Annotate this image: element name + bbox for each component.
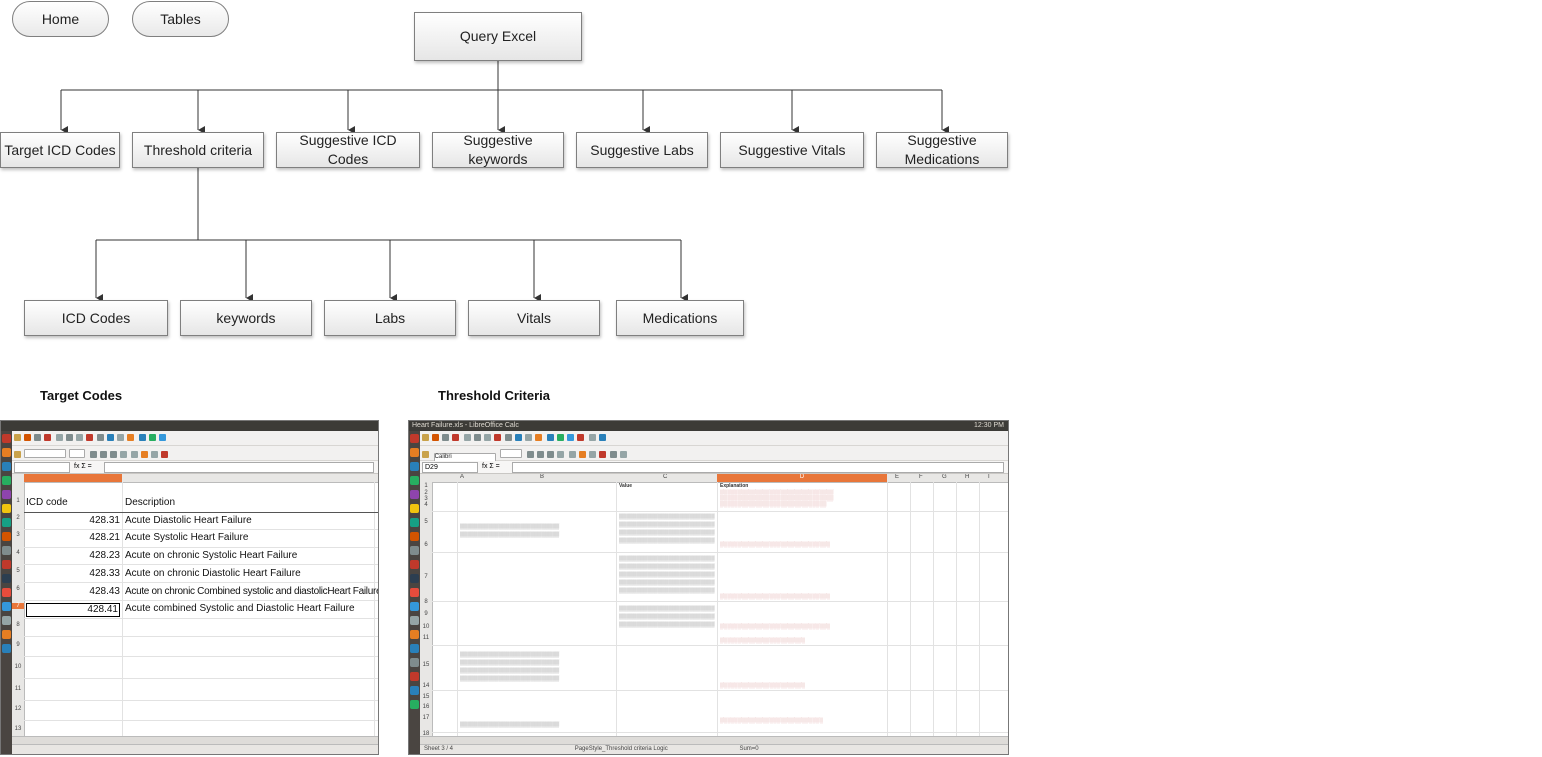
sum-readout: Sum=0 (739, 746, 759, 752)
value-header: Value (619, 483, 633, 489)
node-suggestive-keywords[interactable]: Suggestive keywords (432, 132, 564, 168)
right-launcher (409, 431, 420, 754)
description-cell: Acute on chronic Diastolic Heart Failure (125, 568, 301, 579)
formula-input[interactable] (512, 462, 1004, 473)
description-cell: Acute on chronic Systolic Heart Failure (125, 550, 298, 561)
description-cell: Acute Systolic Heart Failure (125, 532, 249, 543)
description-cell: Acute on chronic Combined systolic and d… (125, 586, 378, 597)
left-sheet-tabs[interactable] (12, 736, 378, 745)
right-toolbar-2: Calibri (420, 446, 1008, 462)
node-icd-codes[interactable]: ICD Codes (24, 300, 168, 336)
node-medications[interactable]: Medications (616, 300, 744, 336)
node-labs[interactable]: Labs (324, 300, 456, 336)
icd-code-cell: 428.31 (89, 515, 120, 526)
node-suggestive-vitals[interactable]: Suggestive Vitals (720, 132, 864, 168)
node-suggestive-medications[interactable]: Suggestive Medications (876, 132, 1008, 168)
left-titlebar (1, 421, 378, 431)
icd-code-cell-selected[interactable]: 428.41 (26, 603, 120, 617)
node-vitals[interactable]: Vitals (468, 300, 600, 336)
left-formula-bar: fx Σ = (12, 461, 378, 474)
right-titlebar: Heart Failure.xls - LibreOffice Calc 12:… (409, 421, 1008, 431)
right-formula-bar: D29 fx Σ = (420, 461, 1008, 474)
left-toolbar-1 (12, 431, 378, 446)
description-cell: Acute Diastolic Heart Failure (125, 515, 252, 526)
node-query-excel[interactable]: Query Excel (414, 12, 582, 61)
explanation-header: Explanation (720, 483, 749, 489)
clock: 12:30 PM (974, 422, 1004, 429)
icd-code-cell: 428.43 (89, 586, 120, 597)
right-status-bar: Sheet 3 / 4 PageStyle_Threshold criteria… (420, 744, 1008, 754)
header-icd-code: ICD code (26, 497, 68, 508)
window-title: Heart Failure.xls - LibreOffice Calc (412, 422, 519, 429)
icd-code-cell: 428.23 (89, 550, 120, 561)
description-cell: Acute combined Systolic and Diastolic He… (125, 603, 355, 614)
node-keywords[interactable]: keywords (180, 300, 312, 336)
node-target-icd-codes[interactable]: Target ICD Codes (0, 132, 120, 168)
right-sheet-tabs[interactable] (420, 736, 1008, 745)
target-codes-screenshot: fx Σ = 1 2 3 4 5 6 7 8 9 10 11 12 13 ICD… (0, 420, 379, 755)
node-suggestive-icd-codes[interactable]: Suggestive ICD Codes (276, 132, 420, 168)
sheet-indicator: Sheet 3 / 4 (424, 746, 454, 752)
left-launcher (1, 431, 12, 754)
caption-target-codes: Target Codes (40, 388, 123, 403)
caption-threshold-criteria: Threshold Criteria (438, 388, 550, 403)
right-toolbar-1 (420, 431, 1008, 446)
name-box[interactable]: D29 (422, 462, 478, 473)
icd-code-cell: 428.21 (89, 532, 120, 543)
page-style: PageStyle_Threshold criteria Logic (574, 746, 668, 752)
tree-connectors (60, 61, 949, 302)
left-toolbar-2 (12, 446, 378, 461)
home-button[interactable]: Home (12, 1, 109, 37)
threshold-criteria-screenshot: Heart Failure.xls - LibreOffice Calc 12:… (408, 420, 1009, 755)
left-status-bar (12, 744, 378, 754)
icd-code-cell: 428.33 (89, 568, 120, 579)
node-threshold-criteria[interactable]: Threshold criteria (132, 132, 264, 168)
left-grid: 1 2 3 4 5 6 7 8 9 10 11 12 13 ICD code D… (12, 474, 378, 736)
header-description: Description (125, 497, 176, 508)
tables-button[interactable]: Tables (132, 1, 229, 37)
right-grid: A B C D E F G H I 1 2 3 4 5 6 7 8 (420, 474, 1008, 736)
node-suggestive-labs[interactable]: Suggestive Labs (576, 132, 708, 168)
